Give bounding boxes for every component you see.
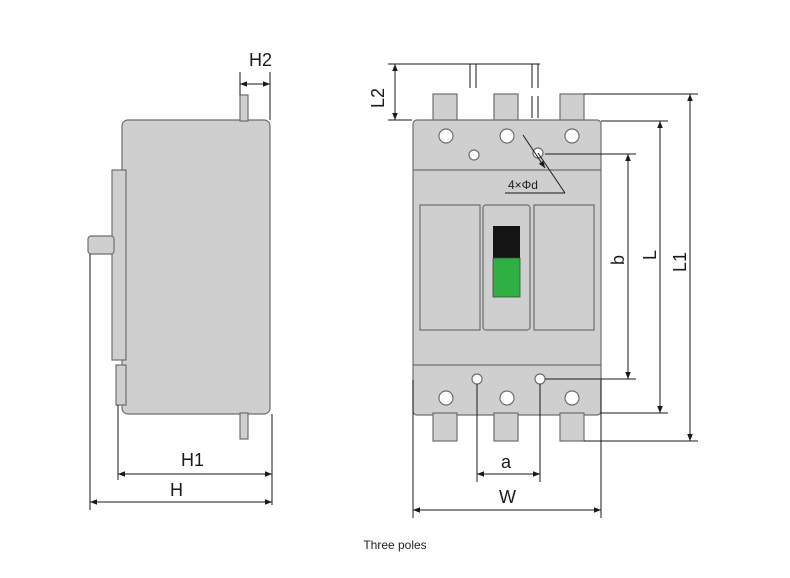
mount-hole [534,373,546,385]
top-terminal-3 [559,93,585,123]
left-panel [419,204,481,331]
side-view [87,94,271,440]
bottom-terminal-2 [493,412,519,442]
side-body [121,119,271,415]
side-dimensions [89,72,273,510]
label-L: L [640,250,660,260]
bottom-terminal-1 [432,412,458,442]
front-dimensions [388,63,698,518]
label-b: b [608,255,628,265]
side-terminal-bottom [239,412,249,440]
figure-caption: Three poles [363,538,427,552]
side-body-step [111,169,127,361]
label-H1: H1 [181,450,204,470]
label-hole-spec: 4×Φd [508,178,538,192]
mount-hole [471,373,483,385]
label-W: W [499,487,516,507]
top-terminal-2 [493,93,519,123]
side-handle [87,235,115,255]
label-H2: H2 [249,50,272,70]
mount-hole [468,149,480,161]
label-a: a [501,452,512,472]
side-terminal-top [239,94,249,122]
side-body-step-lower [115,364,127,406]
label-L1: L1 [670,252,690,272]
top-center-marks [469,64,539,118]
top-terminal-1 [432,93,458,123]
label-L2: L2 [368,88,388,108]
bottom-terminal-3 [559,412,585,442]
handle-black [493,226,520,258]
right-panel [533,204,595,331]
handle-green [492,257,521,298]
label-H: H [170,480,183,500]
